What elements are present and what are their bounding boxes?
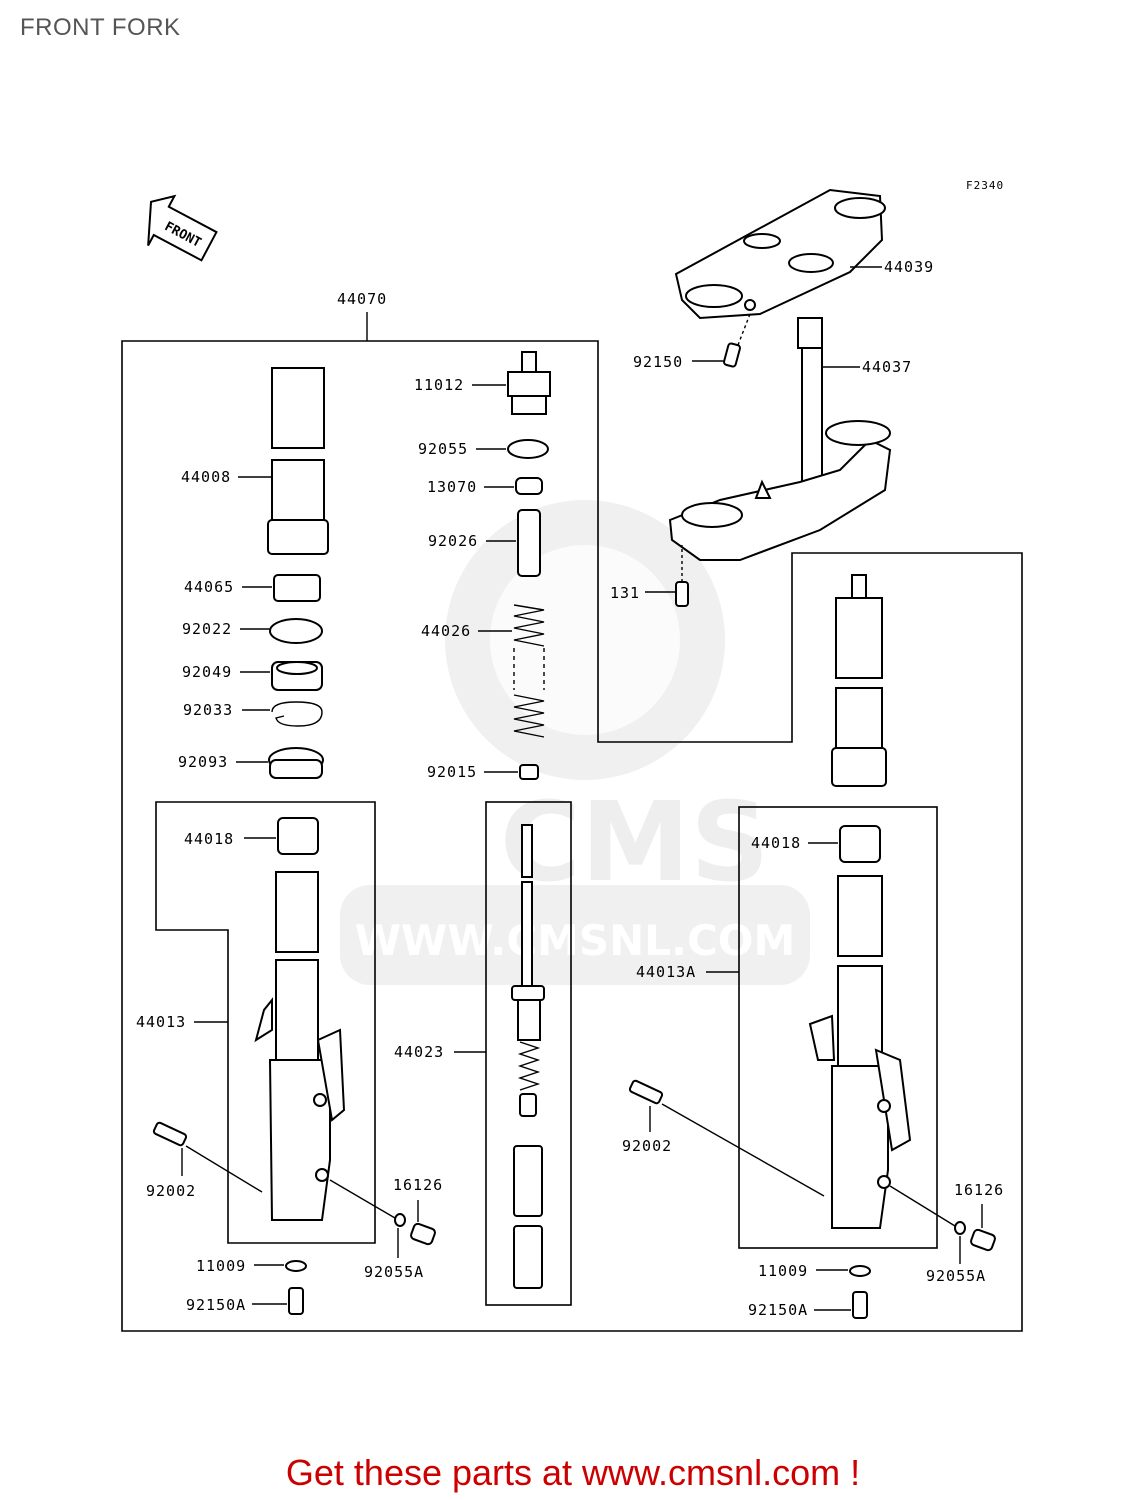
bushing-44018-right bbox=[839, 825, 881, 863]
part-label-92002-right: 92002 bbox=[622, 1137, 672, 1155]
damper-rod-frame-44023 bbox=[485, 801, 572, 1306]
bolt-92002-right bbox=[628, 1079, 664, 1105]
inner-tube-44008 bbox=[267, 367, 329, 555]
gasket-92055A-left bbox=[394, 1213, 406, 1227]
part-label-92055A-left: 92055A bbox=[364, 1263, 424, 1281]
part-label-131: 131 bbox=[610, 584, 640, 602]
spacer-92026 bbox=[517, 509, 541, 577]
outer-tube-44013A bbox=[808, 875, 912, 1229]
part-label-44018-left: 44018 bbox=[184, 830, 234, 848]
spring-44026 bbox=[513, 604, 545, 738]
o-ring-92055 bbox=[507, 439, 549, 459]
watermark: CMS WWW.CMSNL.COM bbox=[340, 500, 810, 985]
outer-tube-44013 bbox=[254, 871, 346, 1221]
outer-tube-frame-left bbox=[155, 801, 376, 1244]
part-label-44065: 44065 bbox=[184, 578, 234, 596]
bolt-92150A-left bbox=[288, 1287, 304, 1315]
gasket-92055A-right bbox=[954, 1221, 966, 1235]
part-label-92022: 92022 bbox=[182, 620, 232, 638]
drain-bolt-16126-right bbox=[970, 1228, 996, 1252]
part-label-92015: 92015 bbox=[427, 763, 477, 781]
footer-cta-link[interactable]: Get these parts at www.cmsnl.com ! bbox=[285, 1452, 861, 1493]
exploded-parts-diagram: CMS WWW.CMSNL.COM F2340 FRONT 44070 4403… bbox=[121, 179, 1023, 1332]
watermark-brand: CMS bbox=[500, 778, 769, 906]
oil-seal-92049 bbox=[271, 661, 323, 691]
steering-stem-44037 bbox=[668, 317, 892, 561]
front-direction-arrow: FRONT bbox=[147, 194, 218, 262]
part-label-44023: 44023 bbox=[394, 1043, 444, 1061]
part-label-92150A-right: 92150A bbox=[748, 1301, 808, 1319]
washer-11009-right bbox=[849, 1265, 871, 1277]
part-label-92150: 92150 bbox=[633, 353, 683, 371]
dust-seal-92093 bbox=[268, 747, 324, 779]
circlip-92033 bbox=[271, 701, 323, 727]
outer-tube-frame-right bbox=[738, 806, 938, 1249]
part-label-92026: 92026 bbox=[428, 532, 478, 550]
cap-bolt-11012 bbox=[507, 351, 551, 415]
part-label-11009-left: 11009 bbox=[196, 1257, 246, 1275]
bolt-131 bbox=[675, 581, 689, 607]
part-label-92002-left: 92002 bbox=[146, 1182, 196, 1200]
part-label-92033: 92033 bbox=[183, 701, 233, 719]
assembly-frame-44070 bbox=[121, 340, 1023, 1332]
part-label-44039: 44039 bbox=[884, 258, 934, 276]
bolt-92002-left bbox=[152, 1121, 188, 1147]
part-label-13070: 13070 bbox=[427, 478, 477, 496]
watermark-url: WWW.CMSNL.COM bbox=[355, 916, 796, 965]
part-label-44026: 44026 bbox=[421, 622, 471, 640]
washer-11009-left bbox=[285, 1260, 307, 1272]
bolt-92150A-right bbox=[852, 1291, 868, 1319]
part-label-92049: 92049 bbox=[182, 663, 232, 681]
right-fork-tube bbox=[831, 574, 887, 787]
upper-bracket-44039 bbox=[674, 188, 886, 320]
part-label-44018-right: 44018 bbox=[751, 834, 801, 852]
part-label-44013: 44013 bbox=[136, 1013, 186, 1031]
nut-92015 bbox=[519, 764, 539, 780]
part-label-44013A: 44013A bbox=[636, 963, 696, 981]
part-label-44008: 44008 bbox=[181, 468, 231, 486]
part-label-11012: 11012 bbox=[414, 376, 464, 394]
part-label-92055: 92055 bbox=[418, 440, 468, 458]
drain-bolt-16126-left bbox=[410, 1222, 436, 1246]
bolt-92150 bbox=[723, 342, 741, 368]
part-label-16126-left: 16126 bbox=[393, 1176, 443, 1194]
bushing-44065 bbox=[273, 574, 321, 602]
part-label-44070: 44070 bbox=[337, 290, 387, 308]
drawing-code: F2340 bbox=[966, 179, 1004, 192]
part-label-92093: 92093 bbox=[178, 753, 228, 771]
part-label-44037: 44037 bbox=[862, 358, 912, 376]
washer-92022 bbox=[269, 618, 323, 644]
part-label-92055A-right: 92055A bbox=[926, 1267, 986, 1285]
page-title: FRONT FORK bbox=[20, 14, 181, 41]
part-label-11009-right: 11009 bbox=[758, 1262, 808, 1280]
part-label-16126-right: 16126 bbox=[954, 1181, 1004, 1199]
part-label-92150A-left: 92150A bbox=[186, 1296, 246, 1314]
damper-rod-44023 bbox=[511, 824, 545, 1289]
collar-13070 bbox=[515, 477, 543, 495]
bushing-44018-left bbox=[277, 817, 319, 855]
